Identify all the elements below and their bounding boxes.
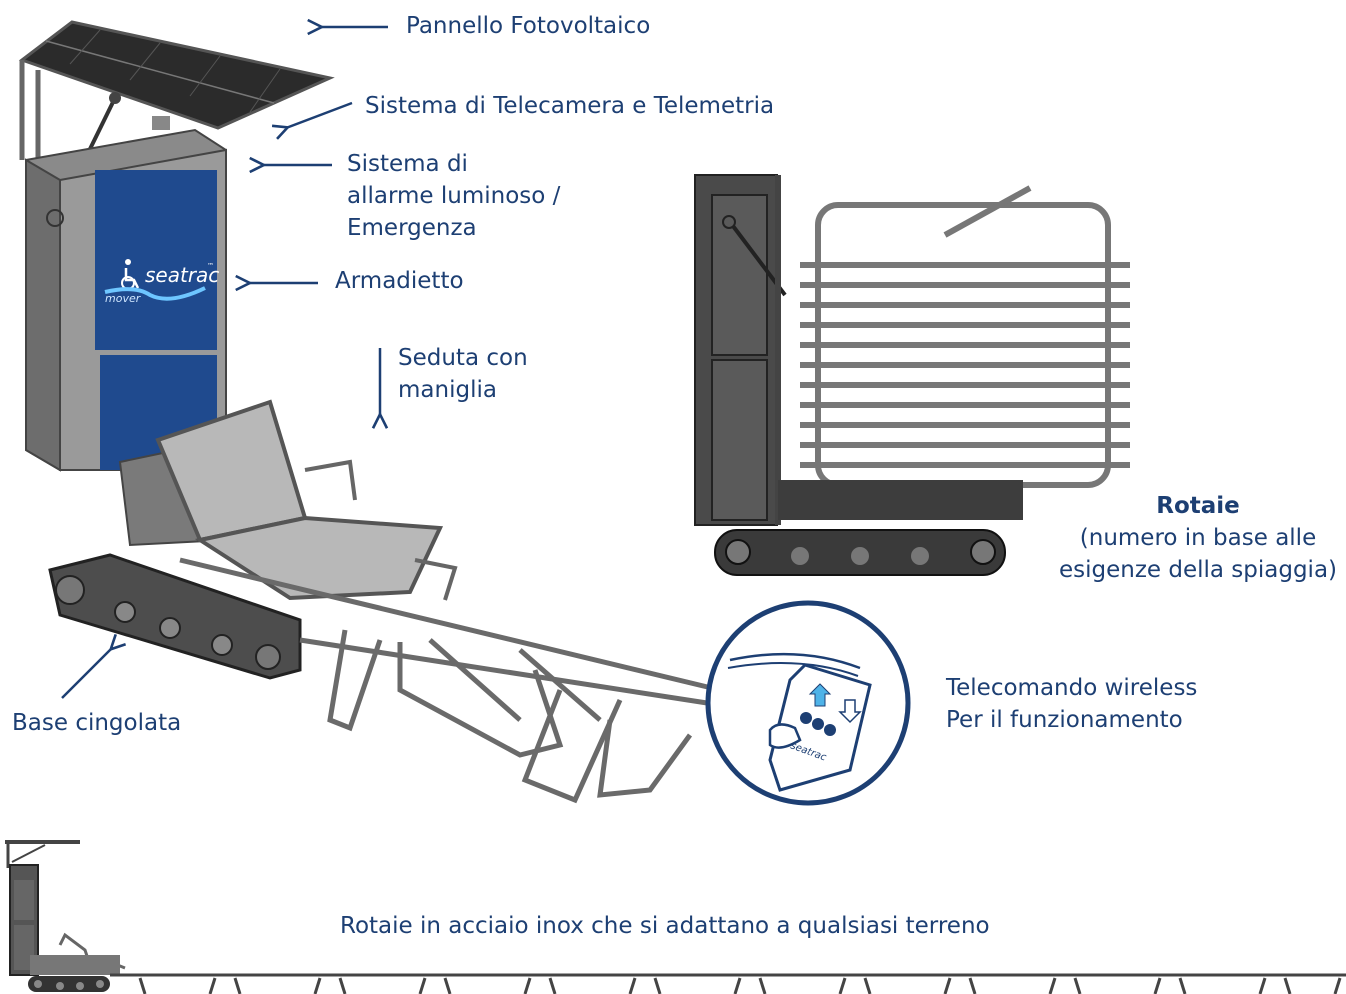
logo-tm: ™ <box>207 262 214 270</box>
blue-panel-top <box>95 170 217 350</box>
label-telecomando-line: Telecomando wireless <box>946 675 1198 701</box>
label-telecamera: Sistema di Telecamera e Telemetria <box>365 93 775 119</box>
label-rotaie-sub: esigenze della spiaggia) <box>1058 557 1338 583</box>
side-machine <box>694 174 1130 576</box>
bottom-strip <box>5 840 1346 994</box>
label-rotaie: Rotaie (numero in base alle esigenze del… <box>1050 490 1346 586</box>
label-rotaie-sub: (numero in base alle <box>1079 525 1317 551</box>
logo-sub: mover <box>105 292 142 305</box>
label-telecomando: Telecomando wireless Per il funzionament… <box>946 672 1197 736</box>
label-allarme: Sistema di allarme luminoso / Emergenza <box>347 148 560 244</box>
side-track <box>714 529 1006 576</box>
label-allarme-line: Sistema di <box>347 151 468 177</box>
arrow-left-icon <box>286 101 353 128</box>
seatrac-logo: seatrac ™ mover <box>104 259 219 305</box>
remote-control-illustration: seatrac <box>705 600 911 806</box>
logo-name: seatrac <box>145 263 219 287</box>
arrow-up-icon <box>808 683 832 707</box>
label-telecomando-line: Per il funzionamento <box>946 707 1183 733</box>
label-seduta-line: Seduta con <box>398 345 528 371</box>
label-pannello: Pannello Fotovoltaico <box>406 13 651 39</box>
arrow-up-right-icon <box>61 648 112 699</box>
label-allarme-line: allarme luminoso / <box>347 183 561 209</box>
track-base <box>48 553 302 680</box>
main-machine: seatrac ™ mover <box>18 20 721 804</box>
label-seduta-line: maniglia <box>398 377 497 403</box>
seat <box>155 399 458 601</box>
callout-arrows <box>61 27 388 699</box>
rails-main <box>179 557 721 804</box>
mini-machine <box>5 840 126 992</box>
arrow-down-outline-icon <box>838 699 862 724</box>
label-rotaie-title: Rotaie <box>1156 493 1240 519</box>
label-allarme-line: Emergenza <box>347 215 477 241</box>
long-rail <box>110 973 1346 994</box>
label-rotaie-inox: Rotaie in acciaio inox che si adattano a… <box>340 913 990 939</box>
label-seduta: Seduta con maniglia <box>398 342 528 406</box>
label-armadietto: Armadietto <box>335 268 464 294</box>
label-base: Base cingolata <box>12 710 182 736</box>
